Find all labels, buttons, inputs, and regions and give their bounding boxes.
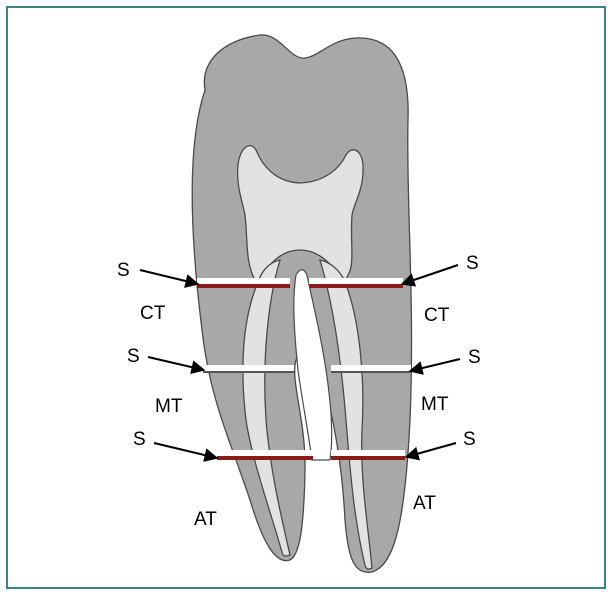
section-cut-coronal-left: [197, 278, 290, 288]
arrow-upper-left: [140, 270, 198, 284]
label-at-left: AT: [194, 509, 217, 530]
label-mt-left: MT: [155, 396, 183, 417]
label-s-lower-right: S: [463, 429, 476, 450]
arrow-lower-right: [406, 443, 456, 457]
section-cut-coronal-right: [309, 278, 403, 288]
label-mt-right: MT: [421, 394, 449, 415]
arrow-lower-left: [154, 443, 217, 458]
arrow-middle-left: [148, 357, 204, 370]
arrow-middle-right: [410, 359, 460, 371]
section-cut-apical-left: [217, 450, 313, 460]
label-s-lower-left: S: [133, 429, 146, 450]
label-ct-right: CT: [424, 305, 450, 326]
label-s-middle-left: S: [127, 346, 140, 367]
section-cut-apical-right: [331, 450, 405, 460]
label-s-upper-right: S: [466, 253, 479, 274]
label-ct-left: CT: [140, 303, 166, 324]
label-s-middle-right: S: [468, 347, 481, 368]
label-s-upper-left: S: [117, 260, 130, 281]
section-cut-middle-left: [203, 365, 294, 373]
label-at-right: AT: [413, 493, 436, 514]
section-cut-middle-right: [331, 365, 411, 373]
